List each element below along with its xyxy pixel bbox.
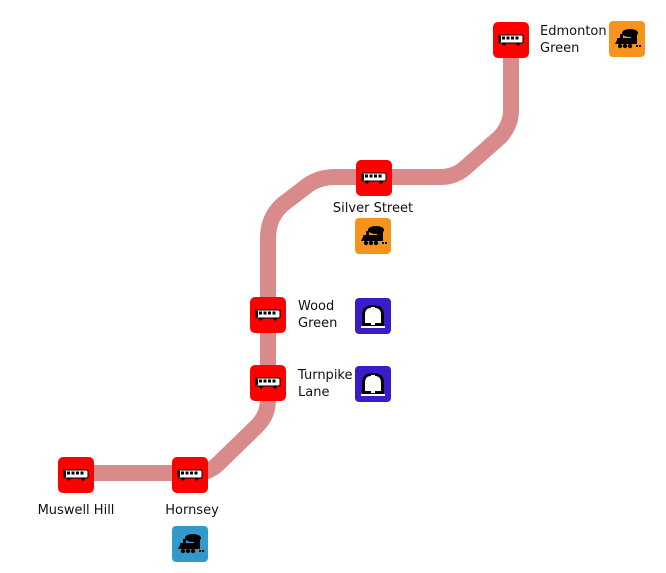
bus-route-line	[68, 32, 519, 481]
station-label-turnpike-lane: Turnpike Lane	[298, 368, 353, 400]
stop-turnpike-lane[interactable]	[250, 365, 286, 401]
bus-icon	[255, 309, 281, 321]
steam-train-icon	[615, 29, 641, 49]
station-label-muswell-hill: Muswell Hill	[37, 503, 115, 518]
stop-edmonton-green[interactable]	[493, 22, 529, 58]
bus-icon	[177, 469, 203, 481]
stop-silver-street[interactable]	[356, 160, 392, 196]
underground-interchange-wood-green[interactable]	[355, 298, 391, 334]
stop-muswell-hill[interactable]	[58, 457, 94, 493]
station-label-hornsey: Hornsey	[165, 503, 219, 518]
station-label-edmonton-green: Edmonton Green	[540, 24, 607, 56]
station-label-silver-street: Silver Street	[332, 201, 414, 216]
underground-interchange-turnpike-lane[interactable]	[355, 366, 391, 402]
rail-interchange-edmonton-green[interactable]	[609, 21, 645, 57]
station-label-wood-green: Wood Green	[298, 299, 338, 331]
steam-train-icon	[361, 226, 387, 246]
rail-interchange-hornsey[interactable]	[172, 526, 208, 562]
stop-hornsey[interactable]	[172, 457, 208, 493]
underground-train-icon	[361, 305, 385, 328]
stop-wood-green[interactable]	[250, 297, 286, 333]
bus-icon	[63, 469, 89, 481]
steam-train-icon	[178, 534, 204, 554]
bus-icon	[255, 377, 281, 389]
bus-icon	[361, 172, 387, 184]
underground-train-icon	[361, 373, 385, 396]
bus-icon	[498, 34, 524, 46]
rail-interchange-silver-street[interactable]	[355, 218, 391, 254]
